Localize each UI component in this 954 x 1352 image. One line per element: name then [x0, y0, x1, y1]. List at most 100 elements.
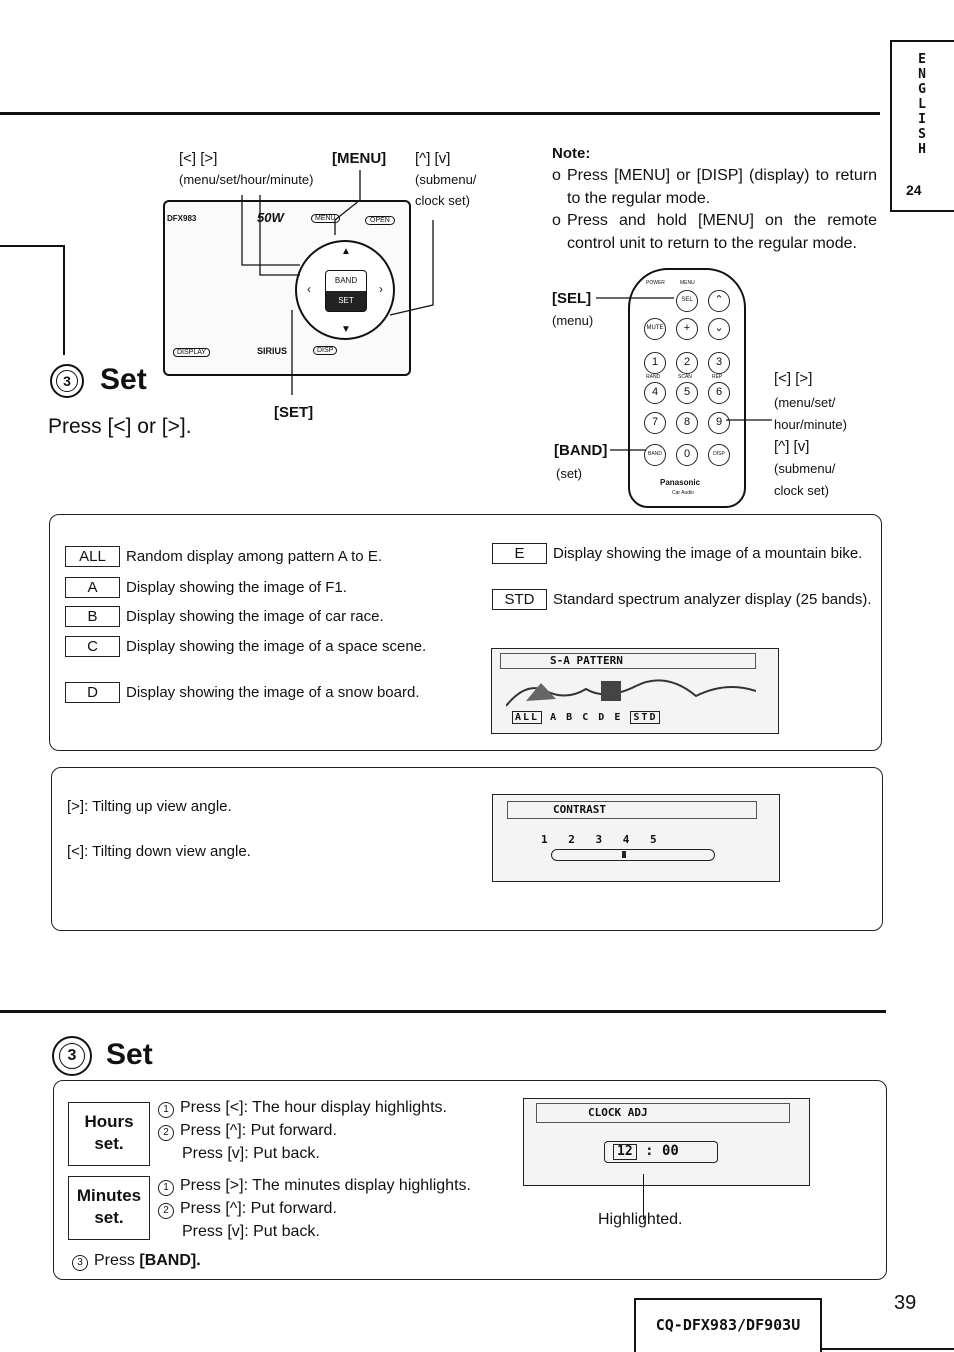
pattern-item-b: B Display showing the image of car race. — [65, 606, 445, 628]
num-6-button[interactable]: 6 — [708, 382, 730, 404]
note-title: Note: — [552, 145, 591, 162]
num-1-button[interactable]: 1 — [644, 352, 666, 374]
band-sublabel: (set) — [556, 466, 582, 481]
num-4-button[interactable]: 4 — [644, 382, 666, 404]
contrast-title: CONTRAST — [553, 803, 606, 816]
pattern-tag: A — [65, 577, 120, 598]
note-item-2: o Press and hold [MENU] on the remote co… — [552, 212, 877, 252]
num-5-button[interactable]: 5 — [676, 382, 698, 404]
language-tab: E N G L I S H 24 — [890, 40, 954, 212]
arrows-label: [<] [>] — [179, 150, 218, 167]
remote-updown-sub2: clock set) — [774, 483, 829, 498]
disp-remote-button[interactable]: DISP — [708, 444, 730, 466]
band-button[interactable]: BAND — [644, 444, 666, 466]
page-number: 39 — [894, 1292, 917, 1314]
sel-button[interactable]: SEL — [676, 290, 698, 312]
remote-illustration: POWER MENU SEL ⌃ MUTE + ⌄ 1 2 3 RAND SCA… — [628, 268, 746, 508]
disp-button[interactable]: DISP — [313, 346, 338, 355]
down-button[interactable]: ⌄ — [708, 318, 730, 340]
set-title: Set — [106, 1038, 153, 1071]
num-8-button[interactable]: 8 — [676, 412, 698, 434]
up-arrow-icon: ▲ — [341, 246, 351, 257]
set-center-label: SET — [326, 291, 366, 311]
pattern-tag: STD — [492, 589, 547, 610]
left-arrow-icon: ‹ — [307, 282, 311, 296]
num-0-button[interactable]: 0 — [676, 444, 698, 466]
footer-rule — [822, 1348, 954, 1350]
open-button[interactable]: OPEN — [365, 216, 395, 225]
band-center-label: BAND — [334, 276, 358, 285]
mute-button[interactable]: MUTE — [644, 318, 666, 340]
num-7-button[interactable]: 7 — [644, 412, 666, 434]
highlighted-caption: Highlighted. — [598, 1211, 683, 1228]
step-number-badge: 3 — [50, 364, 84, 398]
contrast-lcd: CONTRAST 1 2 3 4 5 — [492, 794, 780, 882]
contrast-slider-thumb[interactable] — [622, 851, 626, 858]
note-item-1: o Press [MENU] or [DISP] (display) to re… — [552, 167, 877, 207]
tab-letter: I — [918, 112, 926, 127]
joystick[interactable]: ▲ ▼ ‹ › BAND SET — [295, 240, 395, 340]
tab-letter: E — [918, 52, 926, 67]
sel-label: [SEL] — [552, 290, 592, 307]
minutes-set-box: Minutes set. — [68, 1176, 150, 1240]
updown-sublabel: (submenu/ — [415, 172, 477, 187]
updown-label: [^] [v] — [415, 150, 451, 167]
arrows-sublabel: (menu/set/hour/minute) — [179, 172, 314, 187]
step-title: Set — [100, 363, 147, 396]
clock-panel — [53, 1080, 887, 1280]
num-2-button[interactable]: 2 — [676, 352, 698, 374]
pattern-tag: D — [65, 682, 120, 703]
contrast-scale: 1 2 3 4 5 — [541, 833, 657, 846]
remote-brand-sub: Car Audio — [672, 490, 694, 496]
tab-letter: S — [918, 127, 926, 142]
clock-display: 12 : 00 — [604, 1141, 718, 1163]
section-rule — [0, 1010, 886, 1013]
pattern-tag: B — [65, 606, 120, 627]
hours-set-box: Hours set. — [68, 1102, 150, 1166]
clock-lcd-title: CLOCK ADJ — [588, 1106, 648, 1119]
tab-letter: H — [918, 142, 926, 157]
highlight-callout-line — [643, 1174, 644, 1220]
contrast-slider[interactable] — [551, 849, 715, 861]
menu-label: [MENU] — [332, 150, 387, 167]
head-unit-illustration: DFX983 50W MENU OPEN DISPLAY SIRIUS DISP… — [163, 200, 411, 376]
callout-lines — [241, 170, 434, 395]
up-button[interactable]: ⌃ — [708, 290, 730, 312]
display-button[interactable]: DISPLAY — [173, 348, 211, 357]
remote-arrows-label: [<] [>] — [774, 370, 813, 387]
set-label: [SET] — [274, 404, 314, 421]
remote-arrows-sub2: hour/minute) — [774, 417, 847, 432]
remote-updown-label: [^] [v] — [774, 438, 810, 455]
angle-panel — [51, 767, 883, 931]
pattern-tag: C — [65, 636, 120, 657]
num-9-button[interactable]: 9 — [708, 412, 730, 434]
tab-letter: L — [918, 97, 926, 112]
pattern-item-std: STD Standard spectrum analyzer display (… — [492, 589, 872, 611]
left-bracket-vertical — [63, 245, 65, 355]
menu-button[interactable]: MENU — [311, 214, 340, 223]
pattern-item-a: A Display showing the image of F1. — [65, 577, 445, 599]
top-rule — [0, 112, 880, 115]
remote-callouts — [596, 297, 772, 451]
pattern-lcd: S-A PATTERN ALL A B C D E STD — [491, 648, 779, 734]
tab-letter: G — [918, 82, 926, 97]
vol-button[interactable]: + — [676, 318, 698, 340]
sirius-logo: SIRIUS — [257, 346, 288, 356]
step-instruction: Press [<] or [>]. — [48, 415, 192, 438]
pattern-tag: ALL — [65, 546, 120, 567]
pattern-item-e: E Display showing the image of a mountai… — [492, 543, 872, 565]
lcd-title: S-A PATTERN — [550, 654, 623, 667]
pattern-item-all: ALL Random display among pattern A to E. — [65, 546, 445, 568]
clock-hours-highlight: 12 — [613, 1144, 637, 1160]
pattern-item-d: D Display showing the image of a snow bo… — [65, 682, 445, 704]
num-3-button[interactable]: 3 — [708, 352, 730, 374]
brand-text: 50W — [257, 210, 284, 225]
sel-sublabel: (menu) — [552, 313, 594, 328]
pattern-item-c: C Display showing the image of a space s… — [65, 636, 445, 658]
clock-lcd: CLOCK ADJ 12 : 00 — [523, 1098, 810, 1186]
tab-letter: N — [918, 67, 926, 82]
pattern-tag: E — [492, 543, 547, 564]
down-arrow-icon: ▼ — [341, 324, 351, 335]
